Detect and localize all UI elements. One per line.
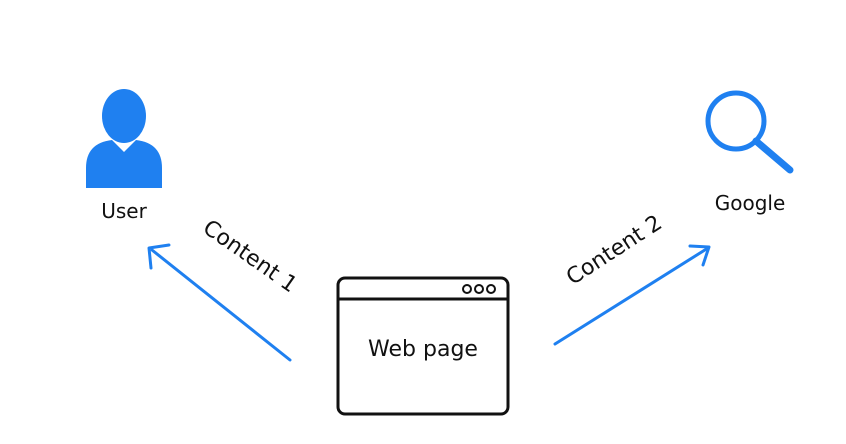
node-google: Google	[705, 90, 794, 215]
edge-to-user: Content 1	[147, 215, 301, 362]
node-user: User	[86, 89, 162, 223]
browser-window-icon	[336, 276, 510, 416]
arrowhead-to-user	[147, 243, 171, 270]
user-label: User	[101, 199, 147, 223]
web-page-label: Web page	[368, 337, 478, 362]
edge-label-content-1: Content 1	[198, 215, 301, 298]
edge-to-google: Content 2	[553, 211, 711, 346]
google-label: Google	[715, 191, 786, 215]
user-icon	[86, 89, 162, 188]
search-icon	[705, 90, 794, 174]
arrowhead-to-google	[688, 244, 711, 267]
window-dot	[462, 284, 472, 294]
window-dot	[474, 284, 484, 294]
edge-label-content-2: Content 2	[562, 211, 667, 291]
arrow-to-user	[150, 248, 292, 362]
node-web-page: Web page	[336, 276, 510, 416]
window-dot	[486, 284, 496, 294]
arrow-to-google	[553, 246, 710, 346]
